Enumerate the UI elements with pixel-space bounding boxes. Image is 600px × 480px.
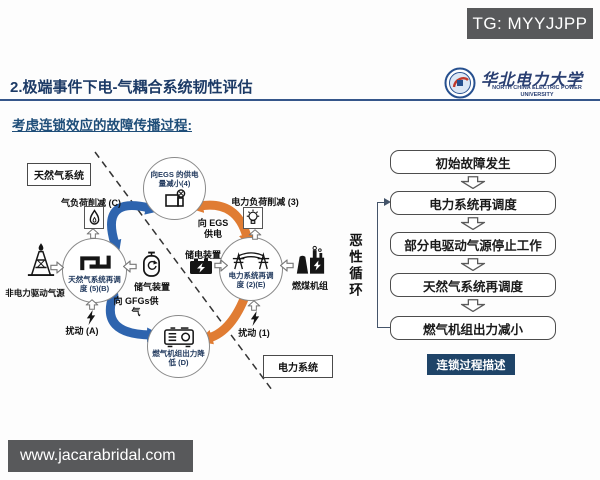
block-arrow-left-coal-icon xyxy=(280,259,294,272)
university-name-cn: 华北电力大学 xyxy=(481,72,584,89)
node-power-line1: 电力系统再调 xyxy=(228,270,274,280)
node-gas-redispatch: 天然气系统再调 度 (5)(B) xyxy=(62,238,127,303)
node-gfg-line1: 燃气机组出力降 xyxy=(152,349,205,358)
flow-step-power-redispatch: 电力系统再调度 xyxy=(390,191,556,215)
arrow-gas-to-gfg xyxy=(104,284,162,343)
label-gas-storage: 储气装置 xyxy=(134,282,171,292)
power-load-box xyxy=(243,207,263,229)
node-gfg-output-reduced: 燃气机组出力降 低 (D) xyxy=(147,315,210,378)
label-disturbance-1: 扰动 (1) xyxy=(238,328,270,338)
label-to-egs-power: 向 EGS 供电 xyxy=(190,218,236,241)
block-arrow-up-gas-load-icon xyxy=(85,228,101,239)
bulb-icon xyxy=(246,209,260,224)
watermark-top-right: TG: MYYJJPP xyxy=(467,8,593,39)
node-power-redispatch: 电力系统再调 度 (2)(E) xyxy=(219,237,283,301)
flame-icon xyxy=(89,209,99,225)
node-gas-line2: 度 (5)(B) xyxy=(79,283,110,293)
system-boundary-dashed-line xyxy=(94,151,273,391)
battery-icon xyxy=(190,258,212,274)
label-to-gfg-line2: 气 xyxy=(131,307,141,318)
block-arrow-left-gas-storage-icon xyxy=(123,260,137,273)
flow-step-gfg-output-reduced: 燃气机组出力减小 xyxy=(390,316,556,340)
feedback-line-vertical xyxy=(377,202,378,328)
label-power-storage: 储电装置 xyxy=(184,250,221,260)
university-name-en: NORTH CHINA ELECTRIC POWER UNIVERSITY xyxy=(481,85,593,99)
label-to-gfg-line1: 向 GFGs供 xyxy=(113,296,159,306)
label-to-egs-line2: 供电 xyxy=(203,229,222,240)
university-logo-icon xyxy=(444,67,476,99)
flow-down-arrow-1-icon xyxy=(460,176,486,189)
node-gfg-line2: 低 (D) xyxy=(168,358,189,367)
label-disturbance-a: 扰动 (A) xyxy=(65,326,99,336)
arrow-power-to-egs xyxy=(188,198,254,249)
feedback-arrowhead-icon xyxy=(384,198,391,206)
university-name-en-line2: UNIVERSITY xyxy=(520,91,554,98)
flow-step-egs-stop: 部分电驱动气源停止工作 xyxy=(390,232,556,256)
node-gas-line1: 天然气系统再调 xyxy=(68,274,121,284)
title-divider xyxy=(0,99,600,101)
region-label-power-system: 电力系统 xyxy=(263,355,333,378)
block-arrow-up-disturbance-1-icon xyxy=(246,300,262,311)
feedback-line-top xyxy=(377,202,385,203)
gas-load-box xyxy=(84,206,104,229)
node-egs-line2: 量减小(4) xyxy=(158,178,191,188)
node-power-line2: 度 (2)(E) xyxy=(236,279,266,289)
watermark-bottom-text: www.jacarabridal.com xyxy=(20,447,176,464)
block-arrow-up-disturbance-a-icon xyxy=(84,299,100,310)
block-arrow-up-power-load-icon xyxy=(247,229,263,240)
region-label-gas-system: 天然气系统 xyxy=(27,163,91,186)
coal-plant-icon xyxy=(296,245,325,274)
feedback-line-bottom xyxy=(377,327,390,328)
drill-rig-icon xyxy=(27,243,55,276)
flowchart-caption: 连锁过程描述 xyxy=(427,354,515,375)
page-title: 2.极端事件下电-气耦合系统韧性评估 xyxy=(10,79,253,96)
region-label-gas-text: 天然气系统 xyxy=(34,171,84,182)
label-gas-load-shed: 气负荷削减 (C) xyxy=(61,198,121,208)
label-to-gfg-gas: 向 GFGs供 气 xyxy=(108,296,164,319)
flow-down-arrow-4-icon xyxy=(460,299,486,312)
node-egs-supply-reduced: 向EGS 的供电 量减小(4) xyxy=(143,157,206,220)
label-to-egs-line1: 向 EGS xyxy=(197,218,229,228)
lightning-icon-1 xyxy=(250,311,260,326)
watermark-top-text: TG: MYYJJPP xyxy=(472,13,588,33)
arrow-gas-to-egs xyxy=(106,200,161,256)
flow-step-gas-redispatch: 天然气系统再调度 xyxy=(390,273,556,297)
label-coal-unit: 燃煤机组 xyxy=(292,281,329,291)
watermark-bottom-left: www.jacarabridal.com xyxy=(8,440,193,472)
lightning-icon-a xyxy=(86,310,96,325)
region-label-power-text: 电力系统 xyxy=(278,363,318,374)
pipeline-icon xyxy=(79,255,111,270)
university-name-en-line1: NORTH CHINA ELECTRIC POWER xyxy=(492,85,582,91)
transmission-towers-icon xyxy=(232,251,270,269)
flow-down-arrow-2-icon xyxy=(460,217,486,230)
section-subtitle: 考虑连锁效应的故障传播过程: xyxy=(12,118,192,133)
generator-icon xyxy=(163,327,194,348)
vicious-cycle-label: 恶性循环 xyxy=(347,233,362,299)
node-egs-line1: 向EGS 的供电 xyxy=(150,169,199,179)
label-power-load-shed: 电力负荷削减 (3) xyxy=(231,197,299,207)
compressor-icon xyxy=(164,188,185,207)
flow-down-arrow-3-icon xyxy=(460,258,486,271)
gas-tank-icon xyxy=(143,251,160,277)
label-non-electric-gas-source: 非电力驱动气源 xyxy=(5,288,65,298)
flow-step-initial-fault: 初始故障发生 xyxy=(390,150,556,174)
